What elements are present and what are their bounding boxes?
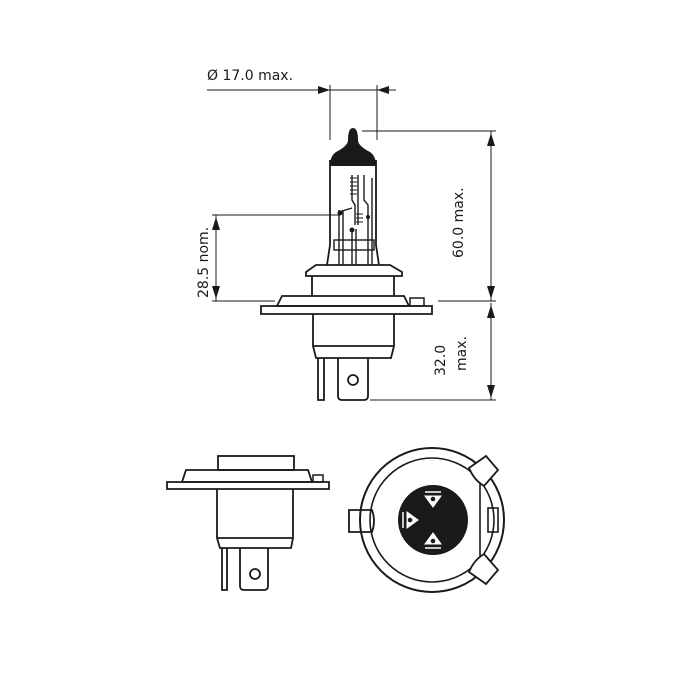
diameter-label: Ø 17.0 max. xyxy=(207,68,293,84)
light-center-label: 28.5 nom. xyxy=(196,227,212,298)
bulb-front-view xyxy=(260,128,433,401)
base-length-suffix: max. xyxy=(454,336,470,371)
base-length-value: 32.0 xyxy=(433,345,449,376)
bulb-bottom-view xyxy=(348,447,505,593)
diameter-dimension: Ø 17.0 max. xyxy=(207,68,396,140)
base-length-dimension: 32.0 max. xyxy=(370,303,496,401)
bulb-side-view xyxy=(166,455,330,591)
light-center-dimension: 28.5 nom. xyxy=(196,214,340,302)
length-label: 60.0 max. xyxy=(451,187,467,258)
length-dimension: 60.0 max. xyxy=(362,130,496,301)
